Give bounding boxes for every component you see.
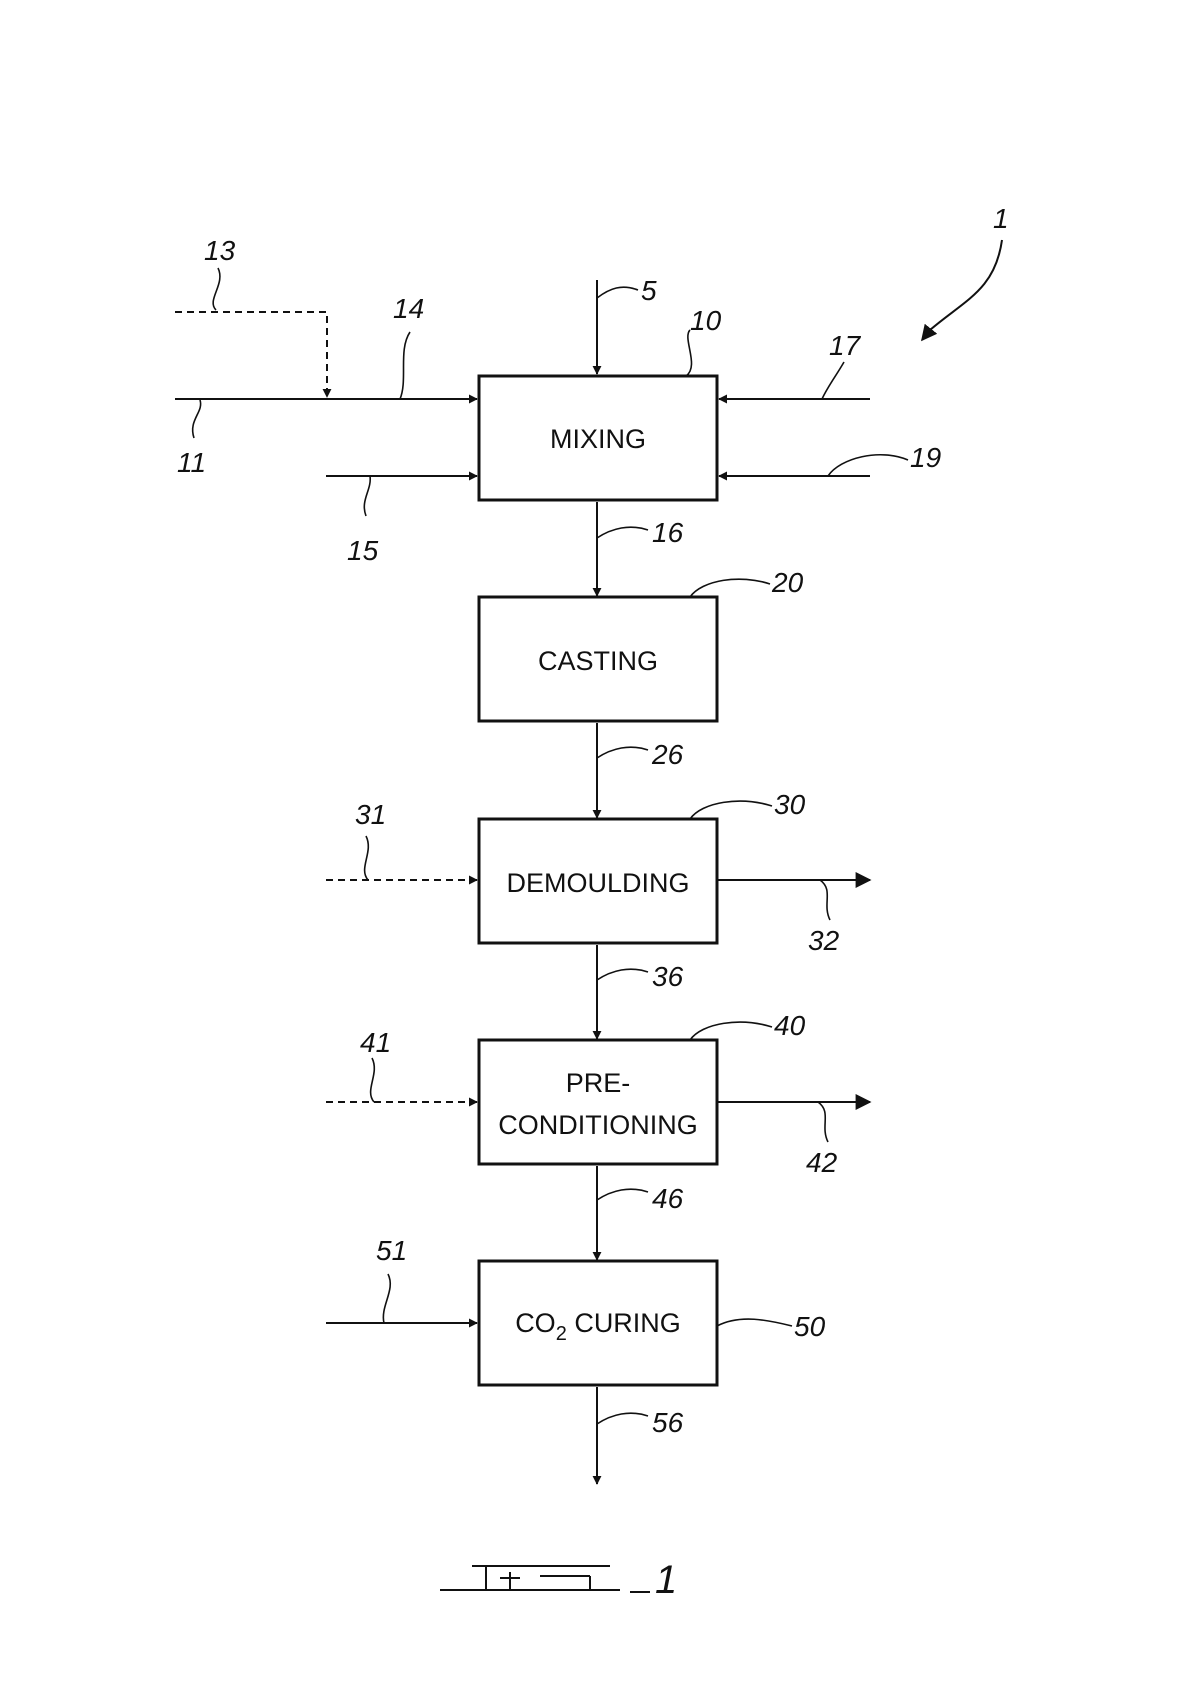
ref-19-label: 19 (910, 442, 941, 473)
ref-50-label: 50 (794, 1311, 826, 1342)
ref-30-label: 30 (774, 789, 806, 820)
ref-16-label: 16 (652, 517, 684, 548)
preconditioning-box (477, 1038, 719, 1166)
ref-42-leader (817, 1101, 829, 1143)
ref-40-label: 40 (774, 1010, 806, 1041)
ref-17-label: 17 (829, 330, 862, 361)
ref-36-label: 36 (652, 961, 684, 992)
ref-26-label: 26 (651, 739, 684, 770)
mixing-box (477, 374, 719, 502)
figure-label-logo (440, 1565, 650, 1593)
ref-46-leader (596, 1188, 649, 1201)
ref-10-leader (685, 329, 693, 377)
ref-20-label: 20 (771, 567, 804, 598)
ref-15-leader (363, 475, 371, 517)
ref-1-label: 1 (993, 203, 1009, 234)
co2-curing-suffix: CURING (567, 1308, 681, 1338)
ref-30-leader (689, 800, 773, 820)
co2-curing-box (477, 1259, 719, 1387)
ref-36-leader (596, 968, 649, 981)
figure-number: 1 (655, 1558, 677, 1602)
ref-14-leader (399, 331, 411, 400)
ref-40-leader (689, 1021, 773, 1041)
ref-26-leader (596, 746, 649, 759)
ref-1-arrow (921, 239, 1003, 342)
ref-41-label: 41 (360, 1027, 391, 1058)
casting-label: CASTING (538, 646, 658, 676)
ref-31-leader (363, 835, 370, 881)
co2-curing-prefix: CO (515, 1308, 556, 1338)
ref-41-leader (369, 1057, 376, 1103)
ref-32-leader (819, 879, 831, 921)
ref-13-leader (212, 267, 221, 311)
ref-56-label: 56 (652, 1407, 684, 1438)
demoulding-label: DEMOULDING (506, 868, 689, 898)
ref-46-label: 46 (652, 1183, 684, 1214)
ref-17-leader (821, 361, 845, 400)
ref-42-label: 42 (806, 1147, 838, 1178)
co2-curing-subscript: 2 (556, 1323, 567, 1345)
stream-13-dashed-line (175, 311, 332, 398)
ref-5-label: 5 (641, 275, 657, 306)
ref-51-label: 51 (376, 1235, 407, 1266)
ref-20-leader (689, 578, 771, 598)
casting-box (477, 595, 719, 723)
ref-16-leader (596, 526, 649, 539)
ref-32-label: 32 (808, 925, 840, 956)
ref-10-label: 10 (690, 305, 722, 336)
ref-11-leader (191, 399, 202, 439)
ref-56-leader (596, 1412, 649, 1425)
ref-11-label: 11 (177, 447, 206, 478)
ref-51-leader (382, 1273, 391, 1324)
ref-19-leader (827, 453, 909, 477)
preconditioning-label-line2: CONDITIONING (498, 1110, 698, 1140)
demoulding-box (477, 817, 719, 945)
co2-curing-label: CO2 CURING (515, 1308, 681, 1345)
ref-15-label: 15 (347, 535, 379, 566)
mixing-label: MIXING (550, 424, 646, 454)
ref-31-label: 31 (355, 799, 386, 830)
ref-13-label: 13 (204, 235, 236, 266)
ref-50-leader (716, 1318, 793, 1327)
ref-14-label: 14 (393, 293, 424, 324)
ref-5-leader (596, 286, 639, 299)
preconditioning-label-line1: PRE- (566, 1068, 631, 1098)
